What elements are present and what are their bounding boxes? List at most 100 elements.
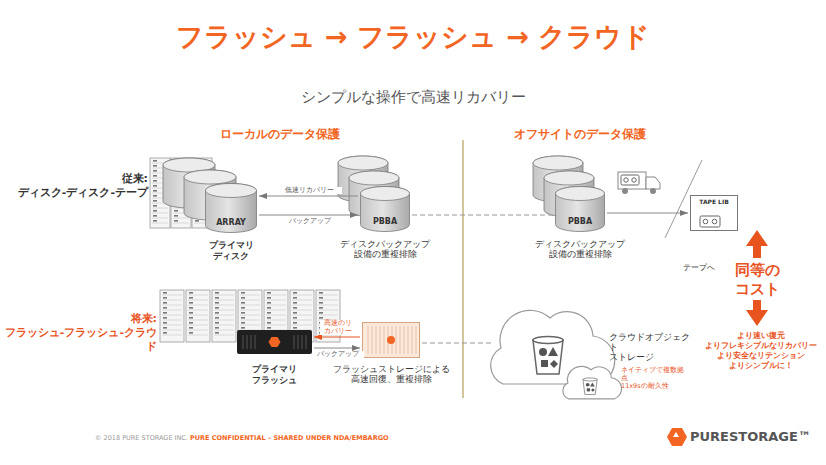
rack-led [163, 312, 167, 314]
rack-led [241, 302, 245, 304]
rack-slot [188, 305, 208, 306]
rack-led [319, 312, 323, 314]
rack-slot [162, 320, 182, 321]
array-bezel [306, 335, 307, 349]
rack-led [241, 317, 245, 319]
storage-blade [412, 326, 413, 354]
rack-slot [188, 315, 208, 316]
rack-slot [318, 295, 338, 296]
rack-led [153, 170, 157, 172]
rack-led [293, 322, 297, 324]
rack-led [174, 215, 178, 217]
rack-slot [292, 315, 312, 316]
rack-led [267, 307, 271, 309]
flash-storage: フラッシュストレージによる 高速回復、重複排除 [362, 322, 420, 358]
rack-led [241, 312, 245, 314]
storage-blade [416, 326, 417, 354]
connector [412, 215, 553, 216]
logo-mark [387, 336, 395, 344]
node-outline [237, 330, 312, 354]
primary-disk: ARRAYプライマリ ディスク [205, 183, 257, 233]
rack-slot [318, 310, 338, 311]
flash-storage [363, 323, 420, 358]
array-bezel [302, 335, 303, 349]
rack-led [189, 297, 193, 299]
storage-blade [404, 326, 405, 354]
rack-led [215, 307, 219, 309]
connector [314, 348, 360, 349]
rack-led [319, 307, 323, 309]
rack-led [189, 317, 193, 319]
array-bezel [247, 335, 248, 349]
device-name: PBBA [360, 217, 410, 227]
rack-slot [292, 325, 312, 326]
rack-led [267, 317, 271, 319]
object-shape [587, 388, 590, 391]
rack-slot [240, 315, 260, 316]
rack-led [241, 327, 245, 329]
rack-led [293, 317, 297, 319]
tape-reel [712, 219, 717, 224]
disk-cylinder [556, 187, 605, 232]
rack-slot [292, 320, 312, 321]
bucket-rim [583, 378, 597, 381]
storage-blade [408, 326, 409, 354]
rack-slot [292, 305, 312, 306]
rack-led [241, 292, 245, 294]
node-caption: テープへ [675, 263, 723, 273]
rack-led [153, 165, 157, 167]
node-caption: フラッシュストレージによる 高速回復、重複排除 [331, 364, 451, 384]
object-shape [586, 383, 590, 387]
disk-cylinder-top [361, 187, 410, 201]
rack-led [189, 327, 193, 329]
array-bezel [255, 335, 256, 349]
rack-led [215, 312, 219, 314]
logo-mark [269, 337, 281, 347]
cloud-outline [563, 366, 622, 399]
rack-led [319, 292, 323, 294]
rack-slot [162, 330, 182, 331]
disk-cylinder-top [349, 171, 399, 185]
flash-array [237, 330, 312, 354]
rack-slot [292, 295, 312, 296]
rack-led [153, 215, 157, 217]
rack-slot [214, 305, 234, 306]
rack-led [153, 175, 157, 177]
rack-led [189, 302, 193, 304]
rack-led [267, 327, 271, 329]
cost-heading: 同等の コスト [717, 261, 797, 299]
rack-slot [173, 218, 189, 219]
array-bezel [243, 335, 244, 349]
truck-icon [618, 172, 660, 194]
rack-slot [152, 208, 168, 209]
rack-slot [188, 295, 208, 296]
rack-led [189, 292, 193, 294]
node-caption: ディスクバックアップ 設備の重複排除 [330, 239, 440, 259]
rack-led [195, 220, 199, 222]
tape-reel [703, 219, 708, 224]
up-arrow [746, 230, 768, 258]
object-shape [590, 383, 595, 387]
connector [314, 337, 360, 338]
rack-slot [266, 305, 286, 306]
backup-appliance: PBBAディスクバックアップ 設備の重複排除 [360, 186, 410, 232]
rack-led [163, 307, 167, 309]
logo-text: PURESTORAGE™ [690, 429, 811, 445]
rack-led [153, 180, 157, 182]
edge-label: 高速のリカバリー [320, 320, 356, 335]
storage-blade [400, 326, 401, 354]
node-outline [362, 322, 420, 358]
rack-slot [188, 300, 208, 301]
logo-mark [667, 428, 687, 446]
rack-led [319, 297, 323, 299]
rack-led [215, 322, 219, 324]
rack-led [153, 185, 157, 187]
object-shape [591, 388, 595, 392]
rack-led [153, 200, 157, 202]
bucket-icon [583, 379, 597, 394]
rack-slot [240, 295, 260, 296]
rack-led [293, 297, 297, 299]
rack-slot [214, 335, 234, 336]
server-rack [186, 290, 210, 342]
